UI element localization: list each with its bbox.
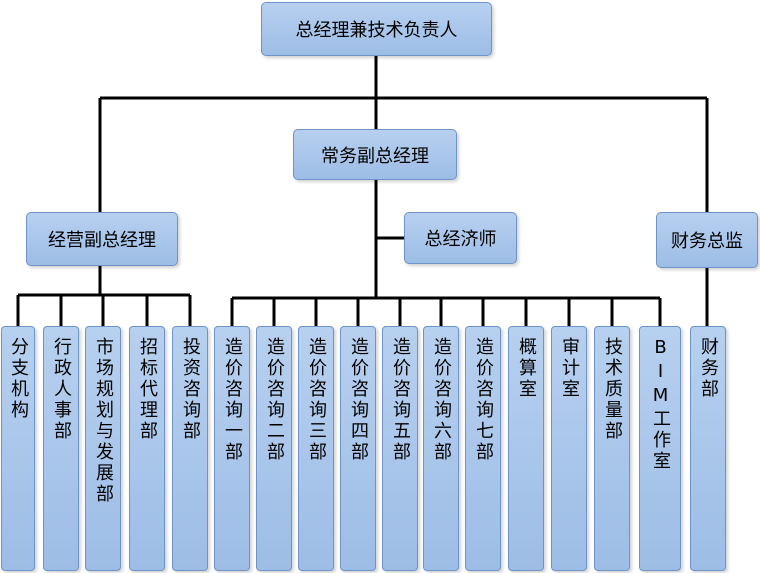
dept-cost-consulting-6-box: 造价咨询六部 bbox=[423, 326, 459, 571]
dept-bim-studio-label: BIM工作室 bbox=[650, 337, 671, 472]
dept-cost-consulting-4-box: 造价咨询四部 bbox=[340, 326, 376, 571]
general-manager-box: 总经理兼技术负责人 bbox=[261, 2, 492, 56]
dept-cost-consulting-4-label: 造价咨询四部 bbox=[348, 337, 369, 463]
chief-economist-box: 总经济师 bbox=[404, 212, 517, 264]
finance-director-label: 财务总监 bbox=[671, 231, 743, 252]
dept-cost-consulting-6-label: 造价咨询六部 bbox=[431, 337, 452, 463]
dept-tech-quality-label: 技术质量部 bbox=[602, 337, 623, 442]
dept-finance-label: 财务部 bbox=[698, 337, 719, 400]
dept-tender-agency-box: 招标代理部 bbox=[129, 326, 165, 571]
dept-budget-estimate-box: 概算室 bbox=[508, 326, 544, 571]
dept-audit-label: 审计室 bbox=[559, 337, 580, 400]
general-manager-label: 总经理兼技术负责人 bbox=[295, 20, 458, 41]
dept-cost-consulting-3-box: 造价咨询三部 bbox=[298, 326, 334, 571]
dept-bim-studio-box: BIM工作室 bbox=[639, 326, 681, 571]
dept-cost-consulting-7-box: 造价咨询七部 bbox=[465, 326, 501, 571]
dept-investment-consulting-label: 投资咨询部 bbox=[180, 337, 201, 442]
dept-finance-box: 财务部 bbox=[690, 326, 726, 571]
business-vp-box: 经营副总经理 bbox=[26, 212, 178, 266]
dept-market-planning-box: 市场规划与发展部 bbox=[85, 326, 121, 571]
dept-cost-consulting-3-label: 造价咨询三部 bbox=[306, 337, 327, 463]
dept-cost-consulting-5-label: 造价咨询五部 bbox=[390, 337, 411, 463]
dept-cost-consulting-1-box: 造价咨询一部 bbox=[214, 326, 250, 571]
dept-audit-box: 审计室 bbox=[551, 326, 587, 571]
executive-vp-box: 常务副总经理 bbox=[293, 129, 457, 180]
dept-investment-consulting-box: 投资咨询部 bbox=[172, 326, 208, 571]
business-vp-label: 经营副总经理 bbox=[48, 230, 156, 251]
dept-cost-consulting-1-label: 造价咨询一部 bbox=[222, 337, 243, 463]
dept-market-planning-label: 市场规划与发展部 bbox=[93, 337, 114, 505]
dept-cost-consulting-7-label: 造价咨询七部 bbox=[473, 337, 494, 463]
chief-economist-label: 总经济师 bbox=[424, 229, 497, 250]
dept-cost-consulting-2-box: 造价咨询二部 bbox=[256, 326, 292, 571]
dept-budget-estimate-label: 概算室 bbox=[516, 337, 537, 400]
dept-admin-hr-box: 行政人事部 bbox=[43, 326, 79, 571]
finance-director-box: 财务总监 bbox=[656, 212, 758, 268]
dept-tender-agency-label: 招标代理部 bbox=[137, 337, 158, 442]
dept-tech-quality-box: 技术质量部 bbox=[594, 326, 630, 571]
dept-cost-consulting-2-label: 造价咨询二部 bbox=[264, 337, 285, 463]
executive-vp-label: 常务副总经理 bbox=[321, 145, 429, 167]
dept-branch-box: 分支机构 bbox=[1, 326, 35, 571]
dept-cost-consulting-5-box: 造价咨询五部 bbox=[382, 326, 418, 571]
dept-branch-label: 分支机构 bbox=[8, 337, 29, 421]
dept-admin-hr-label: 行政人事部 bbox=[51, 337, 72, 442]
